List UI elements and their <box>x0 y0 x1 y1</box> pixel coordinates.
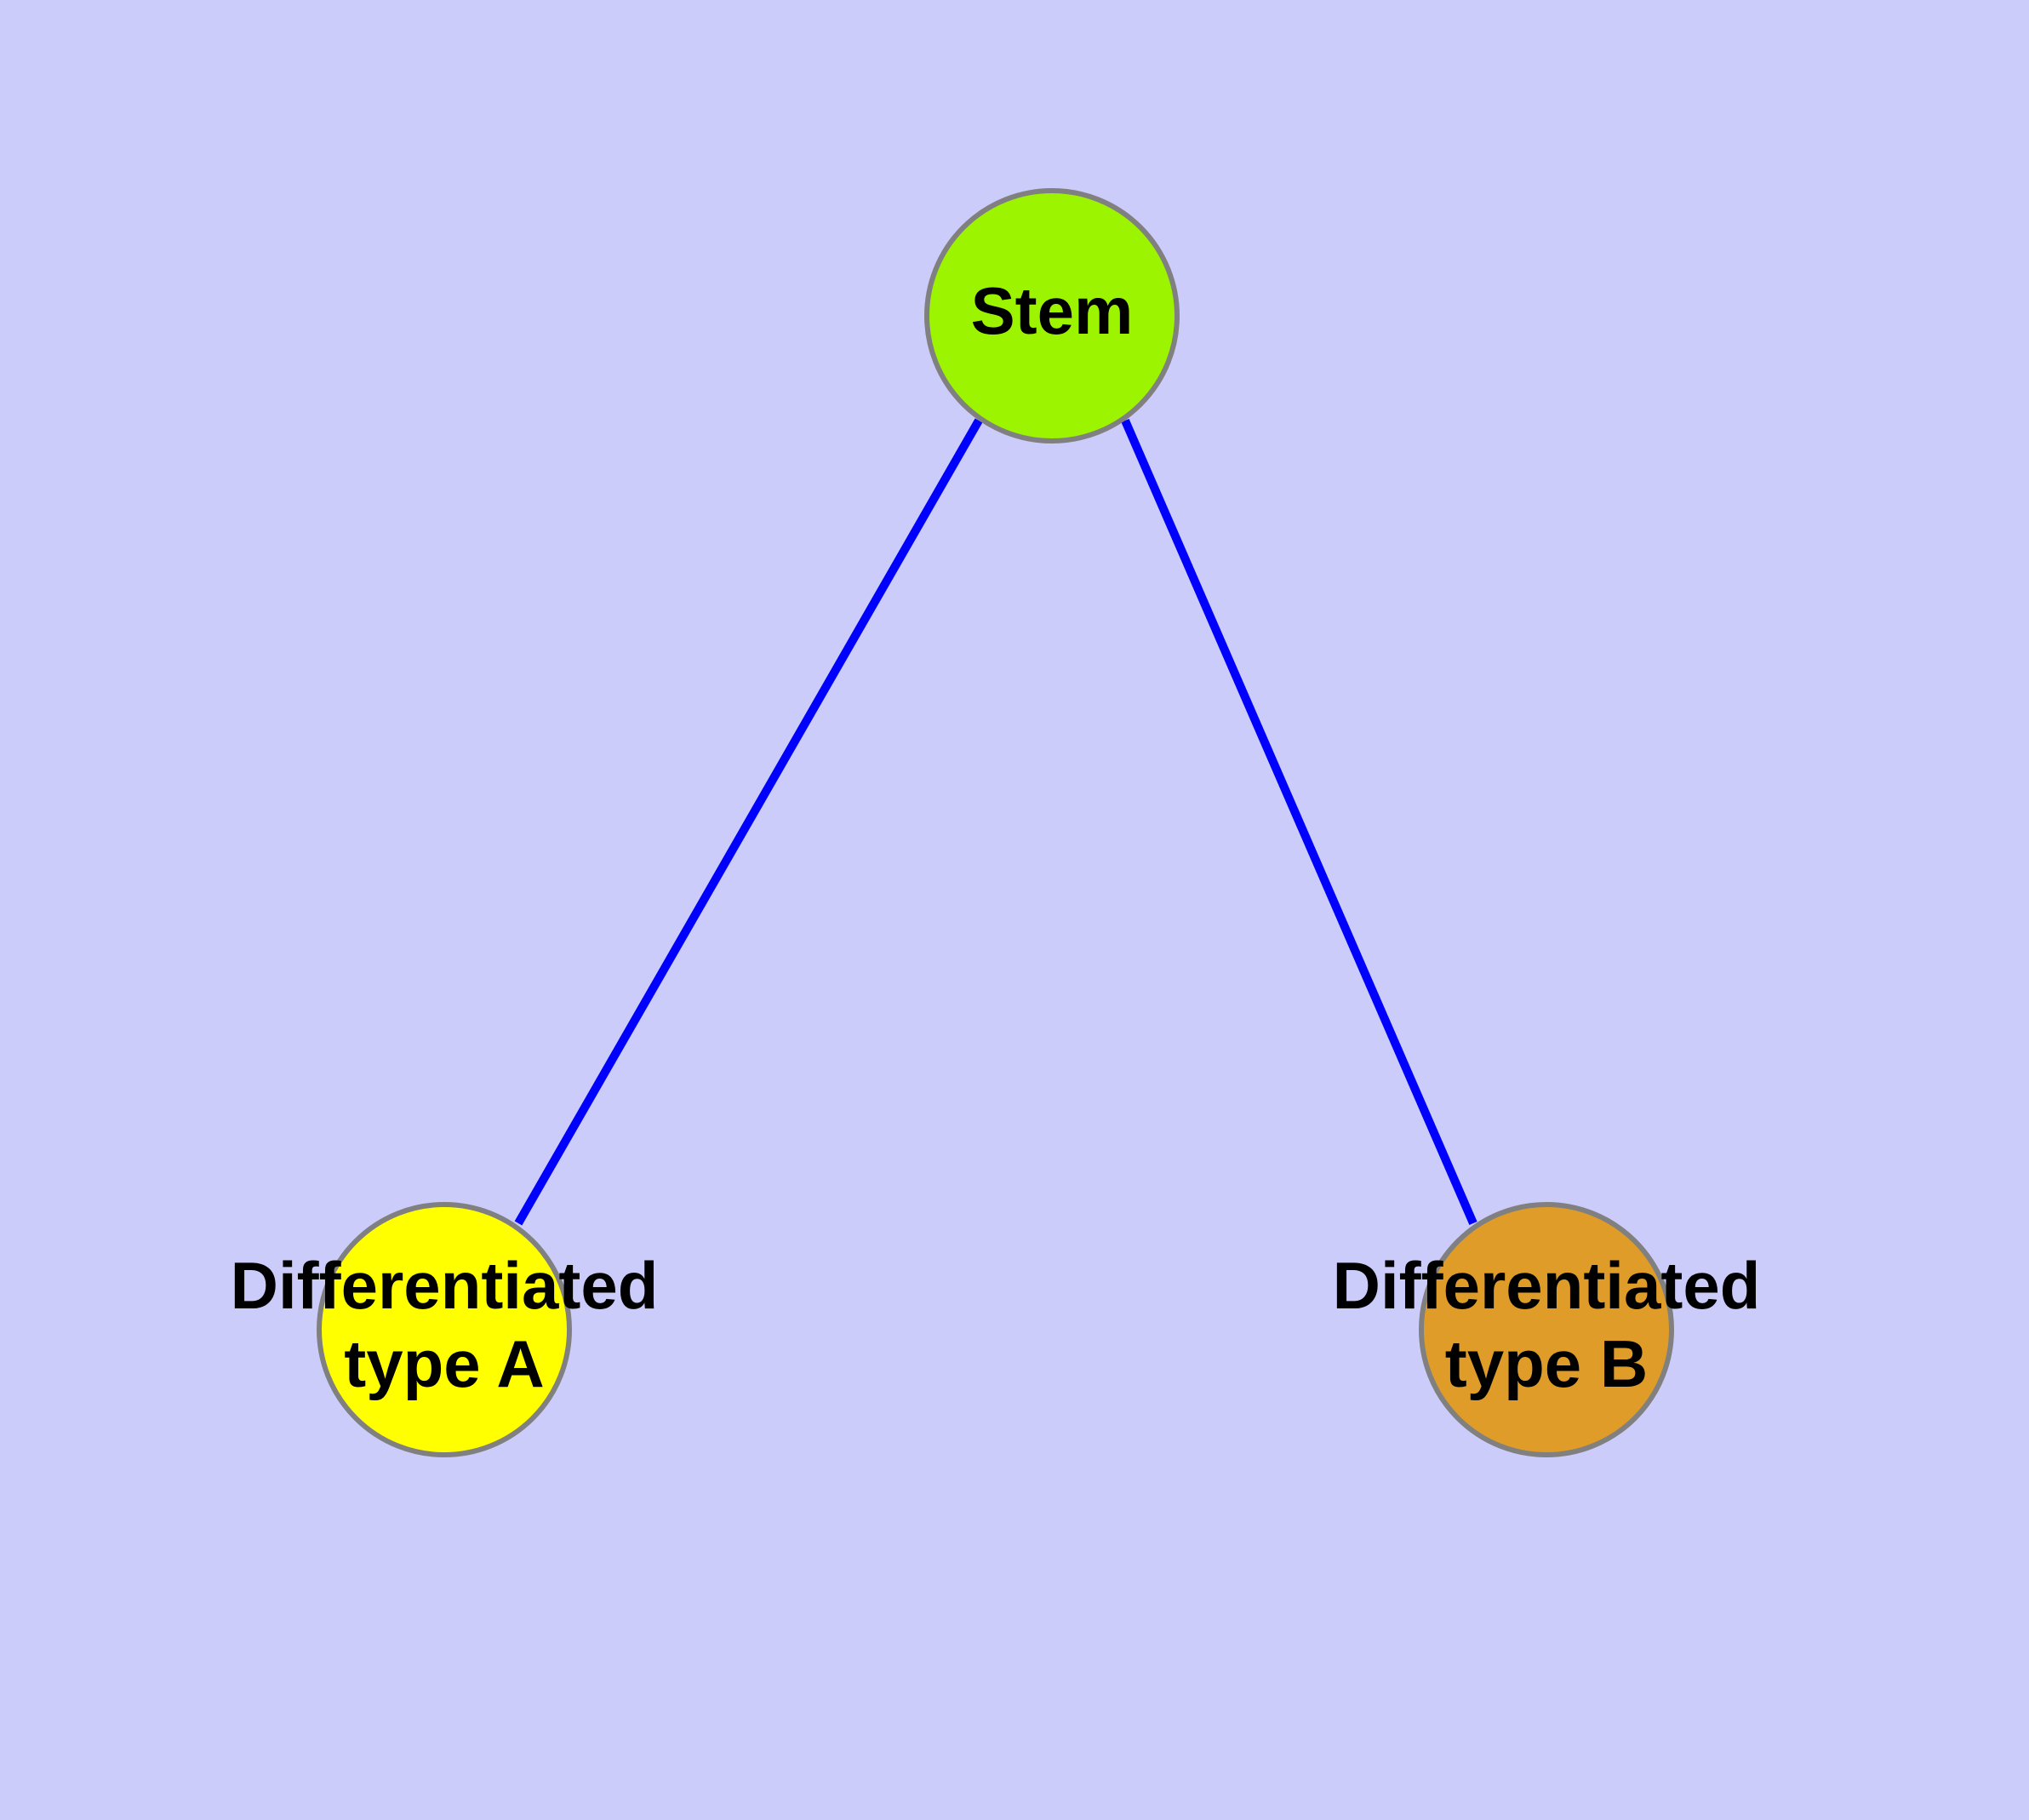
edge-stem-to-diff-a[interactable] <box>514 418 983 1226</box>
node-label-line: type A <box>344 1326 545 1401</box>
node-label-line: Differentiated <box>1333 1248 1761 1323</box>
node-label-stem: Stem <box>971 273 1134 348</box>
node-label-line: type B <box>1445 1326 1648 1401</box>
node-circle-diff_b[interactable] <box>1419 1202 1674 1457</box>
node-circle-diff_a[interactable] <box>317 1202 572 1457</box>
node-label-line: Stem <box>971 273 1134 348</box>
node-circle-stem[interactable] <box>924 188 1180 444</box>
node-stem[interactable]: Stem <box>924 188 1180 444</box>
node-label-line: Differentiated <box>231 1248 659 1323</box>
edge-stem-to-diff-b[interactable] <box>1121 419 1477 1225</box>
edges-group <box>514 418 1477 1226</box>
